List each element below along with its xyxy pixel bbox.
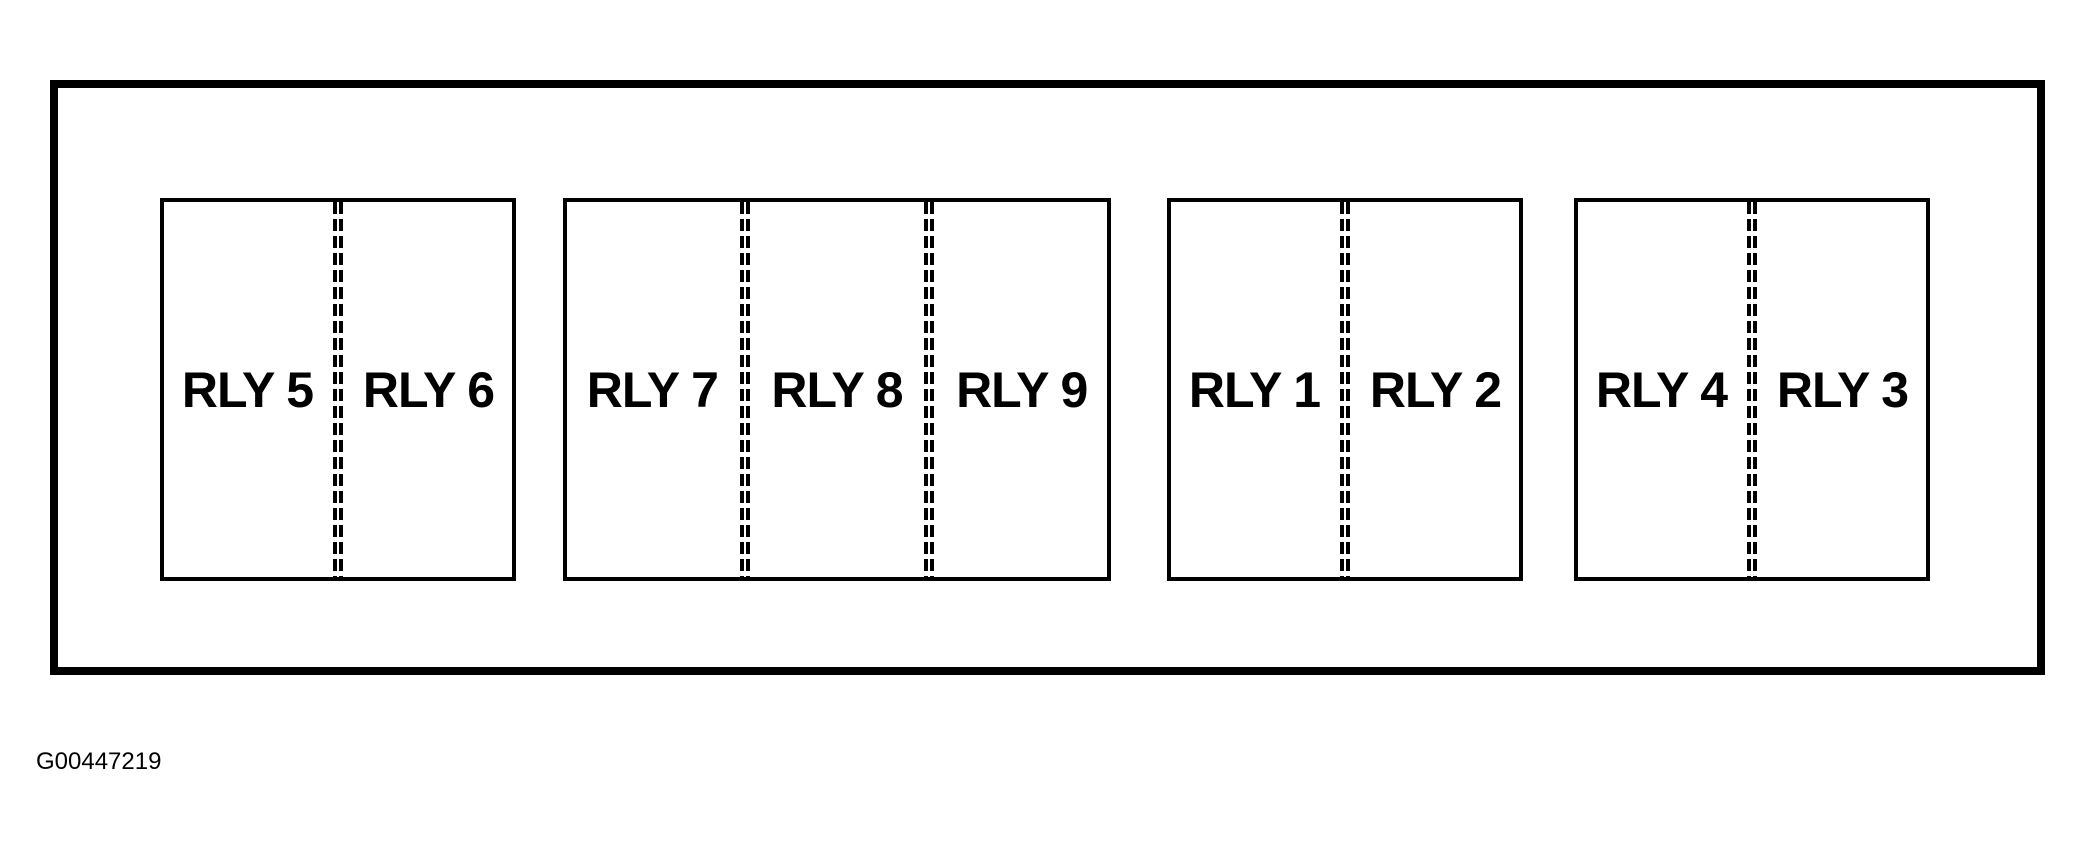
dashed-divider: [331, 202, 345, 577]
relay-cell: RLY 8: [752, 202, 923, 577]
relay-cell: RLY 6: [345, 202, 512, 577]
relay-label: RLY 9: [956, 361, 1088, 418]
dashed-divider: [738, 202, 752, 577]
relay-cell: RLY 7: [567, 202, 738, 577]
figure-id: G00447219: [36, 748, 162, 775]
relay-label: RLY 4: [1595, 361, 1728, 418]
relay-cell: RLY 9: [936, 202, 1107, 577]
dashed-divider: [1338, 202, 1352, 577]
relay-group-4: RLY 4 RLY 3: [1574, 198, 1930, 581]
dashed-divider: [1745, 202, 1759, 577]
relay-label: RLY 7: [586, 361, 719, 418]
relay-label: RLY 6: [362, 361, 495, 418]
relay-label: RLY 1: [1188, 361, 1321, 418]
relay-cell: RLY 2: [1352, 202, 1519, 577]
relay-cell: RLY 5: [164, 202, 331, 577]
dashed-divider: [922, 202, 936, 577]
relay-label: RLY 3: [1776, 361, 1909, 418]
relay-label: RLY 5: [181, 361, 314, 418]
relay-label: RLY 8: [771, 361, 903, 418]
relay-cell: RLY 4: [1578, 202, 1745, 577]
relay-cell: RLY 1: [1171, 202, 1338, 577]
relay-cell: RLY 3: [1759, 202, 1926, 577]
relay-group-1: RLY 5 RLY 6: [160, 198, 516, 581]
relay-box-outline: [50, 80, 2045, 675]
relay-group-2: RLY 7 RLY 8 RLY 9: [563, 198, 1111, 581]
relay-label: RLY 2: [1369, 361, 1502, 418]
relay-group-3: RLY 1 RLY 2: [1167, 198, 1523, 581]
